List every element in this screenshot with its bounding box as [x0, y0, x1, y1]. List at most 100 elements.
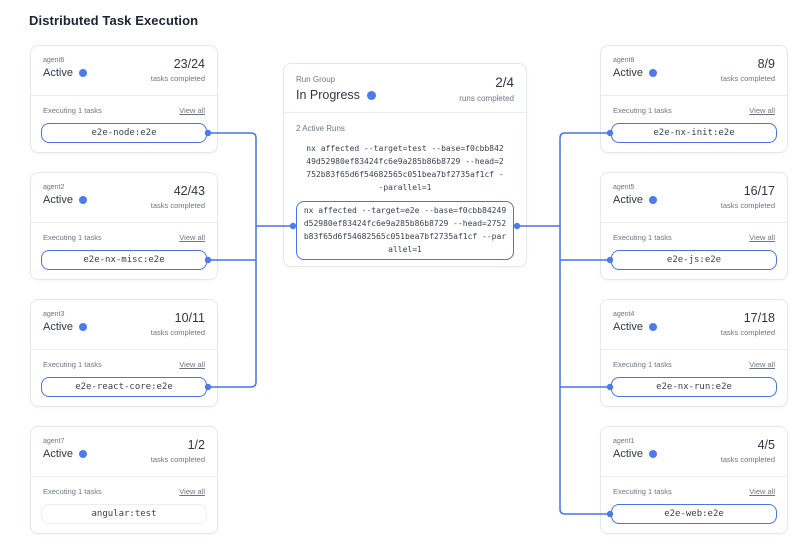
agent-card-agent5: agent5 Active 16/17 tasks completed Exec… — [600, 172, 788, 280]
tasks-progress-count: 1/2 — [187, 438, 205, 452]
executing-tasks-label: Executing 1 tasks — [43, 360, 102, 369]
tasks-progress-count: 23/24 — [173, 57, 205, 71]
agent-card-header: agent8 Active 8/9 tasks completed — [601, 46, 787, 96]
executing-task-label: e2e-nx-init:e2e — [653, 128, 735, 138]
agent-card-body: Executing 1 tasks View all e2e-node:e2e — [31, 96, 217, 143]
active-status-dot — [78, 196, 87, 204]
agent-card-body: Executing 1 tasks View all e2e-nx-init:e… — [601, 96, 787, 143]
executing-task-label: e2e-node:e2e — [91, 128, 157, 138]
agent-status: Active — [43, 448, 87, 460]
agent-card-header: agent7 Active 1/2 tasks completed — [31, 427, 217, 477]
agent-status-text: Active — [43, 321, 73, 333]
executing-task-box: e2e-nx-init:e2e — [611, 123, 777, 143]
agent-name: agent5 — [613, 184, 635, 191]
agent-card-header: agent2 Active 42/43 tasks completed — [31, 173, 217, 223]
active-status-dot — [78, 323, 87, 331]
agent-status-text: Active — [613, 67, 643, 79]
agent-card-agent8: agent8 Active 8/9 tasks completed Execut… — [600, 45, 788, 153]
tasks-progress-caption: tasks completed — [150, 201, 205, 210]
agent-card-header: agent4 Active 17/18 tasks completed — [601, 300, 787, 350]
agent-card-body: Executing 1 tasks View all e2e-react-cor… — [31, 350, 217, 397]
executing-task-label: e2e-web:e2e — [664, 509, 724, 519]
active-status-dot — [78, 450, 87, 458]
run-group-label: Run Group — [296, 75, 336, 84]
tasks-progress-caption: tasks completed — [150, 74, 205, 83]
executing-task-label: e2e-nx-misc:e2e — [83, 255, 165, 265]
executing-task-box: e2e-react-core:e2e — [41, 377, 207, 397]
agent-name: agent4 — [613, 311, 635, 318]
agent-status-text: Active — [43, 194, 73, 206]
run-group-body: 2 Active Runs nx affected --target=test … — [284, 124, 526, 260]
agent-status: Active — [43, 194, 87, 206]
run-group-status: In Progress — [296, 88, 376, 102]
view-all-link[interactable]: View all — [179, 233, 205, 242]
run-command: nx affected --target=test --base=f0cbb84… — [306, 144, 504, 192]
executing-task-box: angular:test — [41, 504, 207, 524]
agent-status: Active — [613, 321, 657, 333]
active-status-dot — [648, 450, 657, 458]
agent-status: Active — [613, 67, 657, 79]
agent-card-header: agent3 Active 10/11 tasks completed — [31, 300, 217, 350]
runs-progress-caption: runs completed — [459, 94, 514, 103]
tasks-progress-caption: tasks completed — [150, 455, 205, 464]
agent-name: agent2 — [43, 184, 65, 191]
agent-status-text: Active — [613, 448, 643, 460]
view-all-link[interactable]: View all — [179, 360, 205, 369]
run-group-header: Run Group In Progress 2/4 runs completed — [284, 64, 526, 113]
run-group-status-text: In Progress — [296, 88, 360, 102]
tasks-progress-caption: tasks completed — [720, 455, 775, 464]
executing-task-box: e2e-nx-run:e2e — [611, 377, 777, 397]
agent-card-header: agent5 Active 16/17 tasks completed — [601, 173, 787, 223]
active-runs-label: 2 Active Runs — [296, 124, 345, 133]
agent-status-text: Active — [613, 194, 643, 206]
agent-status: Active — [613, 194, 657, 206]
tasks-progress-count: 8/9 — [757, 57, 775, 71]
active-runs-list: nx affected --target=test --base=f0cbb84… — [296, 142, 514, 260]
executing-tasks-label: Executing 1 tasks — [613, 106, 672, 115]
executing-task-box: e2e-node:e2e — [41, 123, 207, 143]
tasks-progress-count: 17/18 — [743, 311, 775, 325]
run-command: nx affected --target=e2e --base=f0cbb842… — [296, 201, 514, 260]
agent-name: agent1 — [613, 438, 635, 445]
view-all-link[interactable]: View all — [749, 106, 775, 115]
executing-task-label: e2e-nx-run:e2e — [656, 382, 732, 392]
tasks-progress-count: 4/5 — [757, 438, 775, 452]
agent-status: Active — [613, 448, 657, 460]
tasks-progress-count: 16/17 — [743, 184, 775, 198]
agent-card-agent4: agent4 Active 17/18 tasks completed Exec… — [600, 299, 788, 407]
view-all-link[interactable]: View all — [179, 487, 205, 496]
run-group-card: Run Group In Progress 2/4 runs completed… — [283, 63, 527, 267]
in-progress-status-dot — [366, 90, 376, 100]
tasks-progress-caption: tasks completed — [720, 201, 775, 210]
agent-name: agent3 — [43, 311, 65, 318]
agent-card-body: Executing 1 tasks View all e2e-nx-misc:e… — [31, 223, 217, 270]
tasks-progress-count: 10/11 — [174, 311, 205, 325]
executing-tasks-label: Executing 1 tasks — [613, 360, 672, 369]
agent-status-text: Active — [43, 448, 73, 460]
executing-tasks-label: Executing 1 tasks — [43, 487, 102, 496]
active-status-dot — [648, 69, 657, 77]
view-all-link[interactable]: View all — [179, 106, 205, 115]
agent-name: agent7 — [43, 438, 65, 445]
active-status-dot — [648, 196, 657, 204]
agent-status: Active — [43, 67, 87, 79]
agent-status-text: Active — [43, 67, 73, 79]
agent-status-text: Active — [613, 321, 643, 333]
view-all-link[interactable]: View all — [749, 487, 775, 496]
view-all-link[interactable]: View all — [749, 233, 775, 242]
agent-card-agent3: agent3 Active 10/11 tasks completed Exec… — [30, 299, 218, 407]
executing-tasks-label: Executing 1 tasks — [43, 233, 102, 242]
executing-task-box: e2e-nx-misc:e2e — [41, 250, 207, 270]
tasks-progress-caption: tasks completed — [150, 328, 205, 337]
tasks-progress-caption: tasks completed — [720, 328, 775, 337]
agent-card-agent2: agent2 Active 42/43 tasks completed Exec… — [30, 172, 218, 280]
executing-task-box: e2e-js:e2e — [611, 250, 777, 270]
agent-card-body: Executing 1 tasks View all e2e-js:e2e — [601, 223, 787, 270]
agent-card-body: Executing 1 tasks View all e2e-nx-run:e2… — [601, 350, 787, 397]
tasks-progress-count: 42/43 — [173, 184, 205, 198]
agent-card-body: Executing 1 tasks View all angular:test — [31, 477, 217, 524]
executing-tasks-label: Executing 1 tasks — [43, 106, 102, 115]
executing-task-box: e2e-web:e2e — [611, 504, 777, 524]
view-all-link[interactable]: View all — [749, 360, 775, 369]
